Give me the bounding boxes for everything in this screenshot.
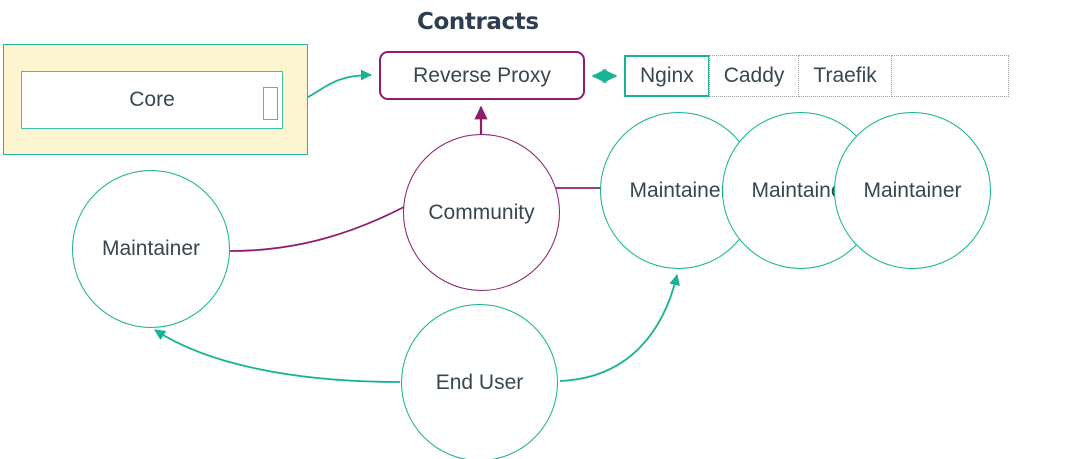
tab-nginx[interactable]: Nginx (624, 55, 710, 97)
edge-maintainer-left-to-community (229, 206, 405, 252)
contracts-title: Contracts (417, 9, 539, 35)
community-label: Community (428, 200, 535, 224)
tab-traefik-label: Traefik (813, 64, 877, 87)
implementation-tabstrip[interactable]: Nginx Caddy Traefik (624, 55, 1009, 97)
edge-end-user-to-maintainer-1 (559, 273, 680, 382)
maintainer-left-label: Maintainer (101, 237, 201, 260)
end-user-node[interactable]: End User (401, 304, 558, 459)
maintainer-left-node[interactable]: Maintainer (72, 170, 230, 328)
community-node[interactable]: Community (403, 134, 560, 291)
reverse-proxy-node[interactable]: Reverse Proxy (379, 51, 585, 100)
maintainer-2-label: Maintainer (751, 178, 850, 202)
core-node[interactable]: Core (21, 71, 283, 129)
maintainer-3-node[interactable]: Maintainer (834, 112, 991, 269)
tab-empty-slot[interactable] (890, 55, 1009, 97)
end-user-label: End User (435, 370, 524, 394)
core-label: Core (129, 88, 175, 111)
tab-caddy-label: Caddy (723, 64, 785, 87)
reverse-proxy-label: Reverse Proxy (413, 63, 551, 87)
edge-end-user-to-maintainer-left (154, 329, 401, 383)
core-port-handle[interactable] (263, 87, 278, 120)
tab-nginx-label: Nginx (640, 64, 694, 87)
maintainer-3-label: Maintainer (863, 178, 962, 202)
tab-caddy[interactable]: Caddy (708, 55, 800, 97)
maintainer-1-label: Maintainer (629, 178, 728, 202)
tab-traefik[interactable]: Traefik (798, 55, 892, 97)
